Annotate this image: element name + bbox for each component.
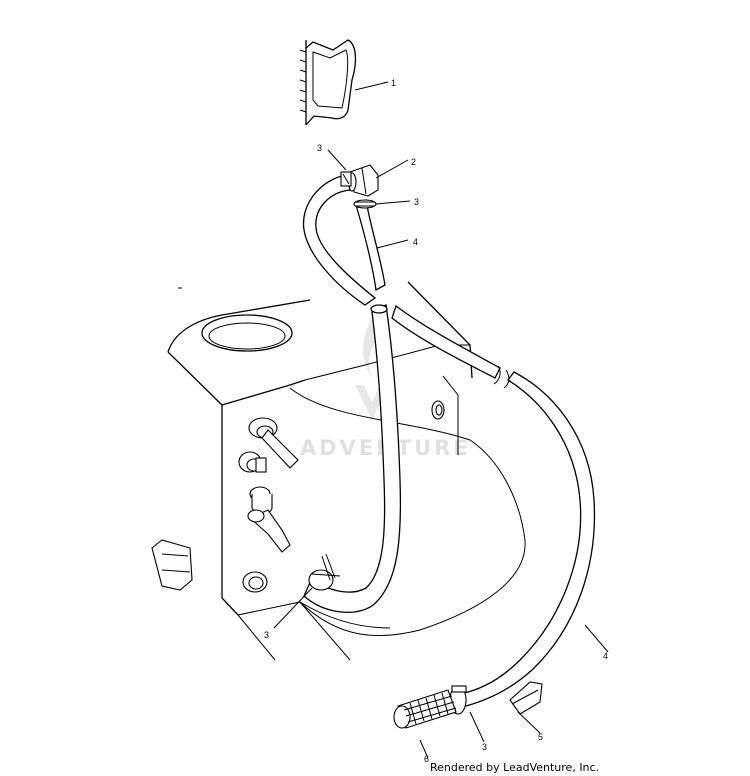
callout-3-upper-right: 3 [414,197,419,207]
tank-fitting-side [431,400,445,420]
tank-fitting-bottom [242,571,268,593]
clamp-upper [353,199,377,209]
callout-3-upper-left: 3 [317,143,322,153]
credit-text: Rendered by LeadVenture, Inc. [430,761,599,774]
part-6-fuel-filter [393,689,457,729]
callout-3-lower-left: 3 [264,630,269,640]
hose-long [391,304,596,709]
tank-fitting-nut [238,451,267,473]
callout-3-bottom: 3 [482,742,487,752]
tank-fitting-nozzle [247,509,291,553]
callout-2: 2 [411,157,416,167]
callout-6: 6 [424,754,429,764]
fuel-tank [167,281,526,661]
part-2-elbow-fitting [347,164,379,197]
tank-fitting-top [248,417,299,469]
clamp-upper-left [340,171,352,187]
hose-upper-loop [302,174,386,306]
callout-5: 5 [538,732,543,742]
leader-lines [273,81,609,759]
callout-1: 1 [391,78,396,88]
callout-4-upper: 4 [413,237,418,247]
clamp-lower-left [308,553,341,591]
part-1-grommet [299,39,357,126]
part-5-clip [509,681,543,715]
callout-4-lower: 4 [603,651,608,661]
side-latch [151,539,193,591]
tank-fitting-barb [249,486,273,515]
